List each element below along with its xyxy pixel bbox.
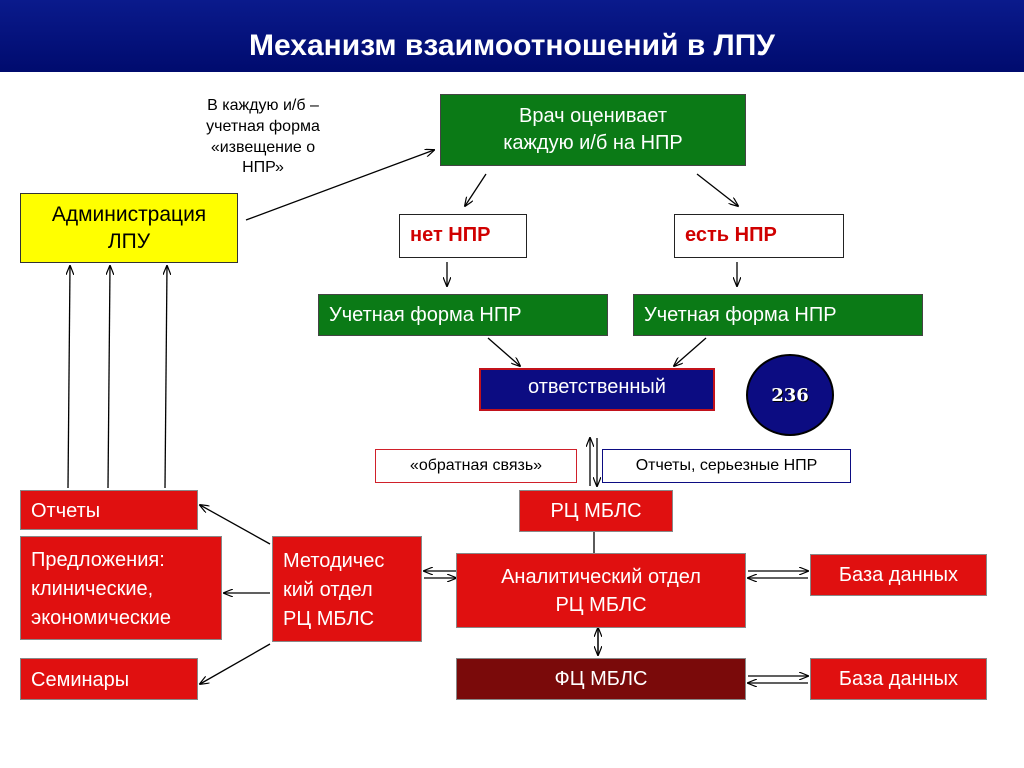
doctor-line: Врач оценивает bbox=[519, 105, 667, 127]
database-box-2: База данных bbox=[810, 658, 987, 700]
adr-present-box: есть НПР bbox=[674, 214, 844, 258]
reports-serious-box: Отчеты, серьезные НПР bbox=[602, 449, 851, 483]
proposals-line: Предложения: bbox=[31, 549, 165, 571]
arrow-formleft-to-resp bbox=[487, 337, 520, 366]
doctor-box: Врач оценивает каждую и/б на НПР bbox=[440, 94, 746, 166]
methodical-line: кий отдел bbox=[283, 579, 373, 601]
fc-box: ФЦ МБЛС bbox=[456, 658, 746, 700]
feedback-box: «обратная связь» bbox=[375, 449, 577, 483]
form-right-box: Учетная форма НПР bbox=[633, 294, 923, 336]
doctor-line: каждую и/б на НПР bbox=[503, 132, 683, 154]
arrow-method-seminars bbox=[200, 643, 271, 684]
arrow-up-admin-1 bbox=[68, 266, 70, 489]
reports-box: Отчеты bbox=[20, 490, 198, 530]
admin-box: Администрация ЛПУ bbox=[20, 193, 238, 263]
page-title: Механизм взаимоотношений в ЛПУ bbox=[249, 29, 775, 62]
slide-number-badge: 236 bbox=[746, 354, 834, 436]
analytic-line: РЦ МБЛС bbox=[555, 593, 647, 616]
note-notification-form: В каждую и/б – учетная форма «извещение … bbox=[168, 96, 358, 179]
note-line: учетная форма bbox=[206, 117, 320, 135]
form-left-box: Учетная форма НПР bbox=[318, 294, 608, 336]
header-bar bbox=[0, 0, 1024, 72]
admin-line: ЛПУ bbox=[107, 230, 151, 253]
responsible-box: ответственный bbox=[479, 368, 715, 411]
note-line: «извещение о bbox=[210, 138, 316, 156]
badge-text: 236 bbox=[771, 384, 809, 406]
proposals-line: клинические, bbox=[31, 578, 154, 600]
arrow-up-admin-2 bbox=[108, 266, 110, 489]
arrow-doctor-to-no bbox=[465, 173, 487, 206]
database-box-1: База данных bbox=[810, 554, 987, 596]
arrow-formright-to-resp bbox=[674, 337, 707, 366]
arrow-doctor-to-yes bbox=[696, 173, 738, 206]
proposals-box: Предложения: клинические, экономические bbox=[20, 536, 222, 640]
seminars-box: Семинары bbox=[20, 658, 198, 700]
methodical-line: РЦ МБЛС bbox=[283, 608, 375, 630]
proposals-line: экономические bbox=[31, 607, 171, 629]
note-line: В каждую и/б – bbox=[207, 97, 319, 114]
note-line: НПР» bbox=[242, 159, 284, 177]
arrow-up-admin-3 bbox=[165, 266, 167, 489]
rc-box: РЦ МБЛС bbox=[519, 490, 673, 532]
arrow-method-reports bbox=[200, 505, 271, 545]
no-adr-box: нет НПР bbox=[399, 214, 527, 258]
analytic-line: Аналитический отдел bbox=[501, 565, 701, 588]
methodical-box: Методичес кий отдел РЦ МБЛС bbox=[272, 536, 422, 642]
arrow-admin-to-doctor bbox=[245, 150, 434, 221]
methodical-line: Методичес bbox=[283, 550, 385, 572]
analytic-box: Аналитический отдел РЦ МБЛС bbox=[456, 553, 746, 628]
admin-line: Администрация bbox=[51, 202, 207, 226]
